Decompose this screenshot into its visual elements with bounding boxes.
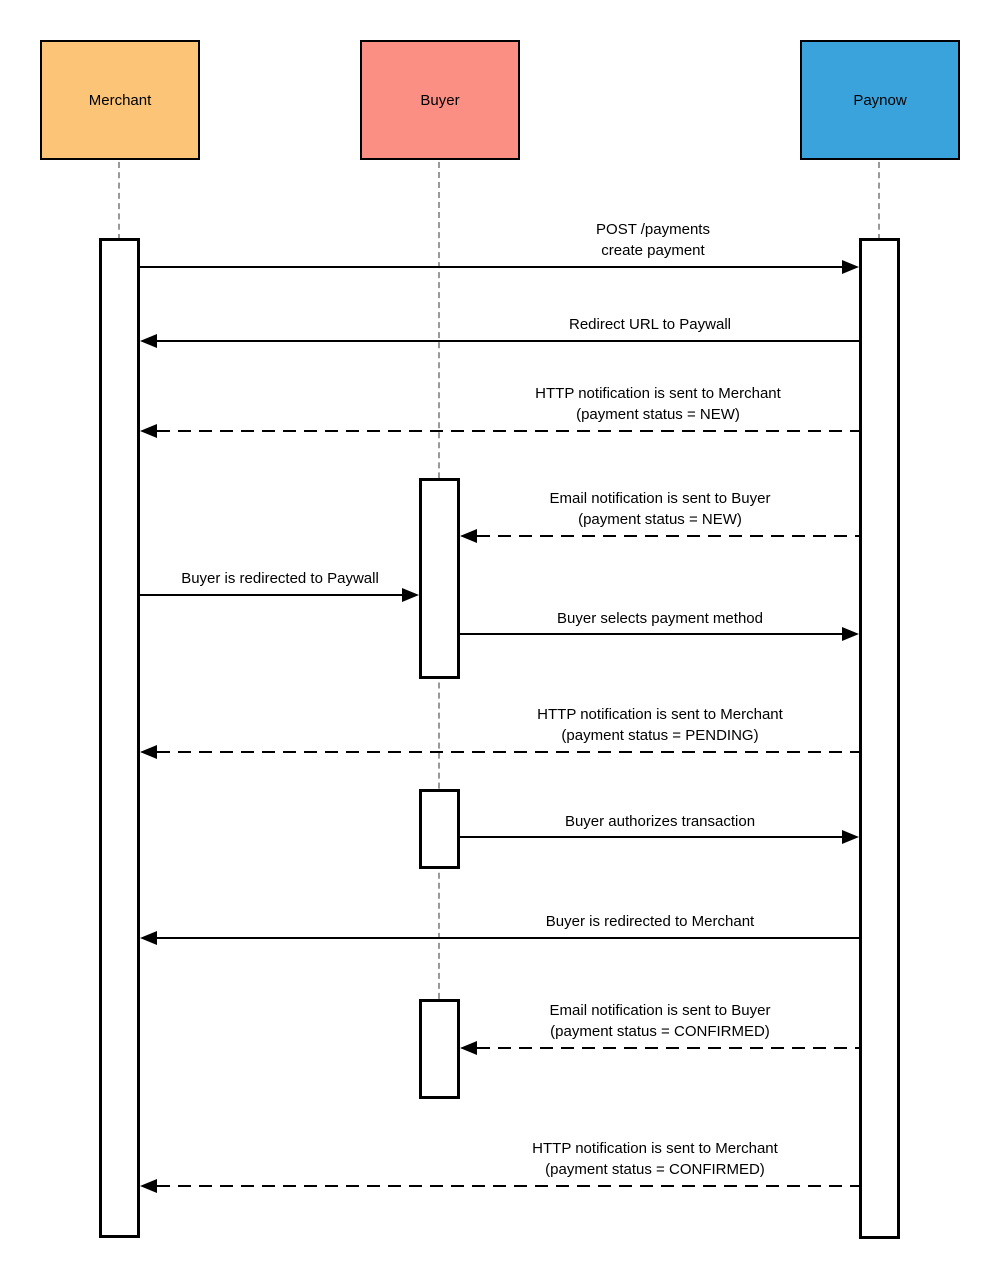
message-text: Buyer selects payment method bbox=[557, 610, 763, 627]
message-text: (payment status = CONFIRMED) bbox=[550, 1023, 770, 1040]
message-text: POST /payments bbox=[596, 221, 710, 238]
message-arrow-line bbox=[140, 594, 403, 596]
arrowhead-left-icon bbox=[140, 931, 157, 945]
arrowhead-left-icon bbox=[140, 1179, 157, 1193]
message-text: Buyer is redirected to Merchant bbox=[545, 913, 755, 930]
arrowhead-right-icon bbox=[402, 588, 419, 602]
paynow-activation-bar bbox=[859, 238, 900, 1239]
arrowhead-left-icon bbox=[140, 334, 157, 348]
actor-box-merchant: Merchant bbox=[40, 40, 200, 160]
message-text: HTTP notification is sent to Merchant bbox=[537, 706, 783, 723]
actor-box-buyer: Buyer bbox=[360, 40, 520, 160]
arrowhead-left-icon bbox=[140, 745, 157, 759]
message-text: (payment status = NEW) bbox=[576, 406, 740, 423]
message-label: Buyer authorizes transaction bbox=[460, 811, 860, 832]
paynow-lifeline bbox=[878, 162, 880, 240]
message-arrow-line bbox=[157, 340, 859, 342]
message-arrow-line bbox=[460, 836, 843, 838]
message-label: HTTP notification is sent to Merchant (p… bbox=[458, 383, 858, 425]
arrowhead-right-icon bbox=[842, 627, 859, 641]
message-label: HTTP notification is sent to Merchant (p… bbox=[460, 704, 860, 746]
message-arrow-line bbox=[157, 937, 859, 939]
arrowhead-left-icon bbox=[460, 1041, 477, 1055]
message-arrow-line-dashed bbox=[157, 1185, 859, 1187]
message-text: (payment status = CONFIRMED) bbox=[545, 1161, 765, 1178]
message-label: Buyer is redirected to Merchant bbox=[450, 911, 850, 932]
message-text: Email notification is sent to Buyer bbox=[549, 490, 771, 507]
message-text: Email notification is sent to Buyer bbox=[549, 1002, 771, 1019]
buyer-activation-bar-3 bbox=[419, 999, 460, 1099]
message-text: Buyer is redirected to Paywall bbox=[181, 570, 379, 587]
message-text: create payment bbox=[601, 242, 705, 259]
message-arrow-line-dashed bbox=[157, 430, 859, 432]
arrowhead-right-icon bbox=[842, 260, 859, 274]
message-text: (payment status = NEW) bbox=[578, 511, 742, 528]
buyer-activation-bar-1 bbox=[419, 478, 460, 679]
arrowhead-left-icon bbox=[460, 529, 477, 543]
buyer-activation-bar-2 bbox=[419, 789, 460, 869]
message-arrow-line bbox=[460, 633, 843, 635]
actor-label-merchant: Merchant bbox=[88, 91, 152, 109]
arrowhead-left-icon bbox=[140, 424, 157, 438]
message-label: HTTP notification is sent to Merchant (p… bbox=[455, 1138, 855, 1180]
message-text: Redirect URL to Paywall bbox=[568, 316, 731, 333]
merchant-lifeline bbox=[118, 162, 120, 240]
message-label: Buyer is redirected to Paywall bbox=[130, 568, 430, 589]
actor-box-paynow: Paynow bbox=[800, 40, 960, 160]
message-text: HTTP notification is sent to Merchant bbox=[532, 1140, 778, 1157]
message-arrow-line bbox=[140, 266, 843, 268]
message-label: Redirect URL to Paywall bbox=[450, 314, 850, 335]
message-label: Email notification is sent to Buyer (pay… bbox=[460, 488, 860, 530]
message-arrow-line-dashed bbox=[477, 1047, 859, 1049]
message-text: (payment status = PENDING) bbox=[561, 727, 759, 744]
message-text: HTTP notification is sent to Merchant bbox=[535, 385, 781, 402]
message-label: Email notification is sent to Buyer (pay… bbox=[460, 1000, 860, 1042]
message-label: POST /payments create payment bbox=[453, 219, 853, 261]
actor-label-buyer: Buyer bbox=[420, 91, 460, 109]
actor-label-paynow: Paynow bbox=[853, 91, 907, 109]
message-label: Buyer selects payment method bbox=[460, 608, 860, 629]
arrowhead-right-icon bbox=[842, 830, 859, 844]
message-text: Buyer authorizes transaction bbox=[564, 813, 756, 830]
message-arrow-line-dashed bbox=[157, 751, 859, 753]
message-arrow-line-dashed bbox=[477, 535, 859, 537]
merchant-activation-bar bbox=[99, 238, 140, 1238]
